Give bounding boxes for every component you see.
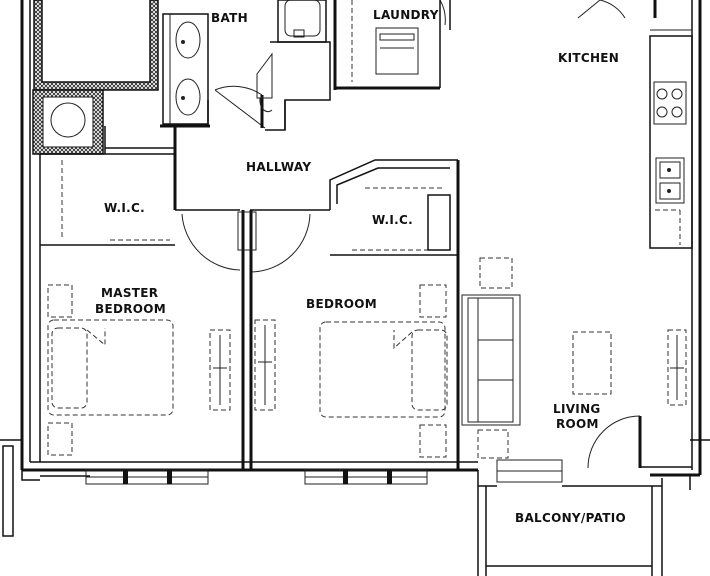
label-kitchen: KITCHEN — [558, 51, 619, 65]
label-master-wic: W.I.C. — [104, 201, 145, 215]
label-living-line2: ROOM — [556, 417, 599, 431]
label-balcony: BALCONY/PATIO — [515, 511, 626, 525]
bath-area — [160, 0, 331, 131]
exterior-walls — [0, 0, 710, 537]
interior-walls — [39, 100, 460, 470]
label-master-line2: BEDROOM — [95, 302, 166, 316]
label-laundry: LAUNDRY — [373, 8, 439, 22]
master-bedroom-furniture — [47, 284, 231, 456]
bedroom-furniture — [254, 284, 448, 458]
room-labels: BATH LAUNDRY KITCHEN HALLWAY W.I.C. W.I.… — [95, 8, 626, 525]
label-hallway: HALLWAY — [246, 160, 311, 174]
balcony-area — [477, 470, 663, 576]
top-left-closet — [32, 0, 159, 155]
living-room-furniture — [461, 257, 687, 469]
kitchen-area — [577, 0, 693, 249]
label-master-line1: MASTER — [101, 286, 158, 300]
label-bedroom-wic: W.I.C. — [372, 213, 413, 227]
label-bath: BATH — [211, 11, 248, 25]
windows — [85, 459, 563, 485]
label-bedroom: BEDROOM — [306, 297, 377, 311]
label-living-line1: LIVING — [553, 402, 601, 416]
laundry-area — [333, 0, 451, 90]
